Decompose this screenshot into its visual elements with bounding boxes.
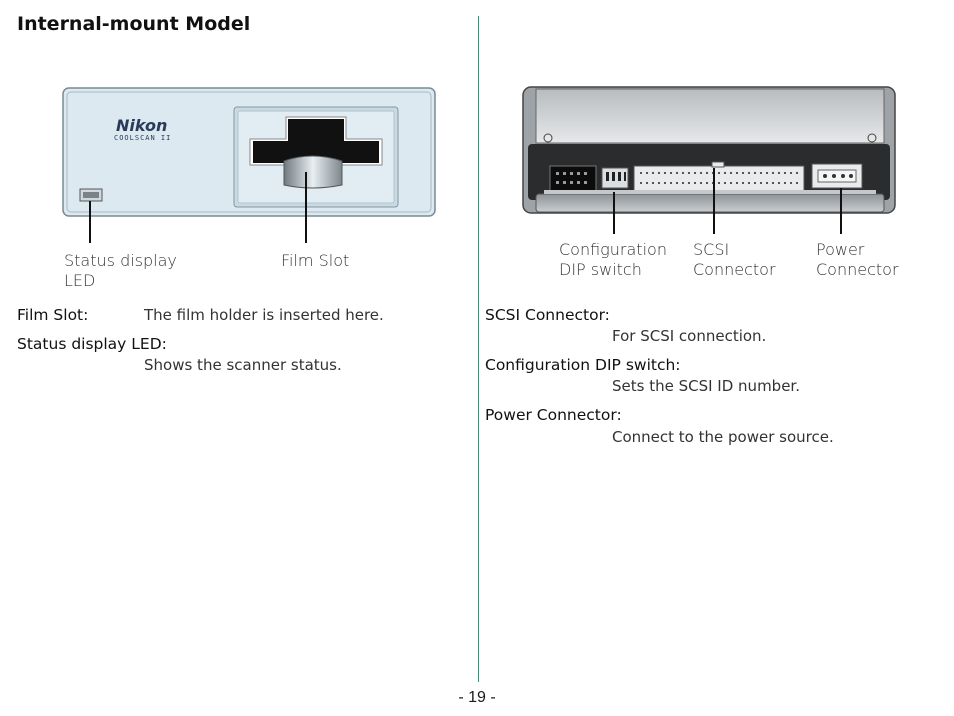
brand-logo: Nikon	[116, 116, 168, 135]
scsi-leader-line	[713, 168, 715, 234]
model-name: COOLSCAN II	[114, 134, 172, 142]
power-leader-line	[840, 188, 842, 234]
column-divider	[478, 16, 479, 682]
power-connector-desc: Connect to the power source.	[612, 428, 834, 446]
film-slot-desc: The film holder is inserted here.	[144, 306, 384, 324]
power-connector-callout: Power Connector	[816, 240, 899, 279]
led-leader-line	[89, 201, 91, 243]
scsi-connector-term: SCSI Connector:	[485, 306, 610, 324]
film-slot-callout: Film Slot	[281, 251, 350, 270]
film-slot-term: Film Slot:	[17, 306, 89, 324]
dip-switch-desc: Sets the SCSI ID number.	[612, 377, 800, 395]
rear-panel-illustration	[522, 86, 896, 214]
status-led-desc: Shows the scanner status.	[144, 356, 342, 374]
front-panel-illustration	[62, 87, 436, 217]
status-led-callout: Status display LED	[64, 251, 177, 290]
dip-switch-callout: Configuration DIP switch	[559, 240, 667, 279]
page-number: - 19 -	[458, 689, 496, 706]
dip-switch-term: Configuration DIP switch:	[485, 356, 681, 374]
dip-leader-line	[613, 192, 615, 234]
status-led-term: Status display LED:	[17, 335, 167, 353]
power-connector-term: Power Connector:	[485, 406, 622, 424]
scsi-connector-callout: SCSI Connector	[693, 240, 776, 279]
scsi-connector-desc: For SCSI connection.	[612, 327, 767, 345]
film-slot-leader-line	[305, 172, 307, 243]
page-title: Internal-mount Model	[17, 13, 251, 35]
